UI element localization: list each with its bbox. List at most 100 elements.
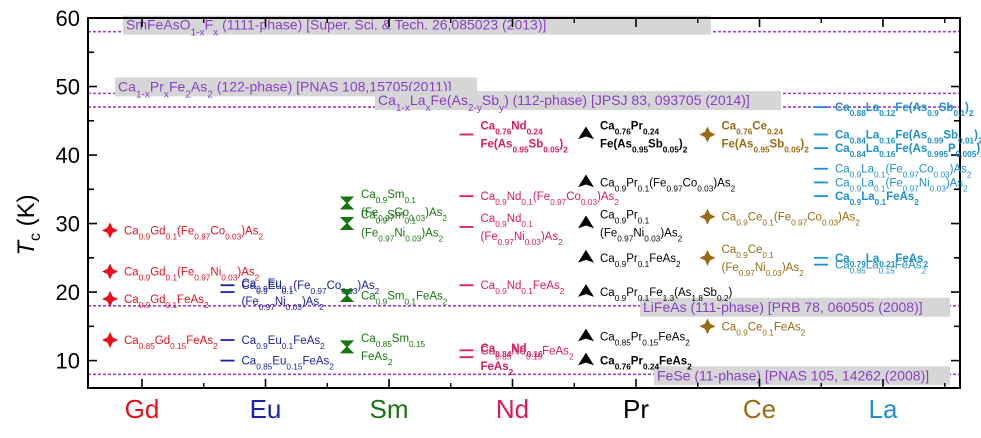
triangle-marker <box>578 284 594 297</box>
triangle-marker <box>578 215 594 229</box>
x-category-label: La <box>869 394 898 424</box>
reference-label-box <box>640 297 950 317</box>
data-point: Ca0.9Ce0.1FeAs2 <box>699 318 806 337</box>
data-point: Ca0.9Pr0.1FeAs2 <box>578 249 681 269</box>
y-tick-label: 20 <box>56 280 80 305</box>
data-point: Ca0.76Nd0.24Fe(As0.95Sb0.05)2 <box>459 120 569 154</box>
point-label: Ca0.85La0.15FeAs2 <box>835 260 927 276</box>
reference-label: SmFeAsO1-xFx (1111-phase) [Super. Sci. &… <box>126 17 546 39</box>
point-label: Ca0.9La0.1(Fe0.97Co0.03)As2 <box>835 164 972 180</box>
point-label: Ca0.9La0.1FeAs2 <box>835 191 919 207</box>
data-point: Ca0.9Eu0.1FeAs2 <box>220 335 325 351</box>
point-label: Ca0.9Ce0.1(Fe0.97Co0.03)As2 <box>722 212 861 228</box>
data-point: Ca0.85Pr0.15FeAs2 <box>578 328 690 347</box>
data-point: Ca0.85Eu0.15FeAs2 <box>220 356 335 372</box>
point-label: Ca0.9Pr0.1FeAs2 <box>600 253 681 269</box>
data-point: Ca0.9Pr0.1(Fe0.97Co0.03)As2 <box>578 174 736 193</box>
y-tick-label: 40 <box>56 143 80 168</box>
y-axis-title-unit: (K) <box>13 194 40 233</box>
point-label: (Fe0.97Ni0.03)As2 <box>600 228 683 244</box>
data-points: Ca0.9Gd0.1(Fe0.97Co0.03)As2Ca0.9Gd0.1(Fe… <box>102 102 981 377</box>
data-point: Ca0.79La0.21FeAs2 <box>814 253 928 269</box>
star-marker <box>699 208 716 225</box>
reference-label: Ca1-xPrxFe2As2 (122-phase) [PNAS 108,157… <box>118 78 452 100</box>
data-point: Ca0.9Sm0.1 (Fe0.97Ni0.03)As2 <box>339 210 444 244</box>
star-marker <box>102 263 118 280</box>
point-label: Ca0.9Pr0.1 <box>600 210 650 226</box>
point-label: Ca0.85Eu0.15FeAs2 <box>242 356 335 372</box>
data-point: Ca0.9Eu0.1 (Fe0.97Ni0.03)As2 <box>220 278 325 312</box>
point-label: Ca0.9Gd0.1FeAs2 <box>124 294 209 310</box>
data-point: Ca0.85Gd0.15FeAs2 <box>102 332 218 351</box>
data-point: Ca0.9Gd0.1FeAs2 <box>102 290 209 310</box>
point-label: Ca0.9Sm0.1FeAs2 <box>361 291 448 307</box>
reference-label-box <box>654 366 950 386</box>
point-label: Ca0.9Nd0.1FeAs2 <box>481 280 565 296</box>
data-point: Ca0.84La0.16Fe(As0.995P0.005)2 <box>814 143 981 159</box>
point-label: Fe(As0.95Sb0.05)2 <box>481 138 569 154</box>
point-label: Ca0.76Pr0.24FeAs2 <box>600 356 692 372</box>
reference-label: Ca1-xLaxFe(As2-ySby) (112-phase) [JPSJ 8… <box>378 92 750 114</box>
y-tick-label: 60 <box>56 6 80 31</box>
data-point: Ca0.9Pr0.1Fe1.3(As1.8Sb0.2) <box>578 284 732 303</box>
x-category-label: Sm <box>370 394 409 424</box>
data-point: Ca0.9Gd0.1(Fe0.97Co0.03)As2 <box>102 222 263 241</box>
point-label: Fe(As0.95Sb0.05)2 <box>600 138 688 154</box>
point-label: (Fe0.97Ni0.03)As2 <box>361 228 444 244</box>
data-point: Ca0.9Gd0.1(Fe0.97Ni0.03)As2 <box>102 263 260 283</box>
data-point: Ca0.76Pr0.24FeAs2 <box>578 352 692 372</box>
x-category-label: Eu <box>250 394 282 424</box>
y-tick-label: 50 <box>56 75 80 100</box>
reference-lines: SmFeAsO1-xFx (1111-phase) [Super. Sci. &… <box>88 15 960 386</box>
point-label: Ca0.76Nd0.24 <box>481 120 544 136</box>
y-axis-title-main: T <box>13 239 40 256</box>
data-point: Ca0.88La0.12Fe(As0.9Sb0.1)2 <box>814 102 974 118</box>
point-label: Ca0.9Ce0.1FeAs2 <box>722 321 806 337</box>
point-label: Ca0.85Gd0.15FeAs2 <box>124 335 218 351</box>
star-marker <box>699 249 716 266</box>
bowtie-marker <box>339 196 355 210</box>
point-label: Ca0.9Sm0.1 <box>361 210 416 226</box>
reference-label-box <box>123 15 711 35</box>
y-axis-title: Tc (K) <box>13 194 44 255</box>
star-marker <box>699 318 716 335</box>
point-label: FeAs2 <box>481 361 514 377</box>
point-label: Ca0.9Pr0.1Fe1.3(As1.8Sb0.2) <box>600 287 732 303</box>
star-marker <box>102 222 118 239</box>
data-point: Ca0.9Ce0.1(Fe0.97Co0.03)As2 <box>699 208 861 228</box>
point-label: (Fe0.97Ni0.03)As2 <box>242 296 325 312</box>
data-point: Ca0.9Nd0.1FeAs2 <box>459 280 565 296</box>
reference-label: FeSe (11-phase) [PNAS 105, 14262 (2008)] <box>657 367 929 383</box>
point-label: Ca0.76Pr0.24 <box>600 120 659 136</box>
point-label: FeAs2 <box>361 351 393 367</box>
point-label: Ca0.9Ce0.1 <box>722 244 775 260</box>
point-label: Ca0.9Nd0.1 <box>481 213 534 229</box>
data-point: Ca0.9Ce0.1(Fe0.97Ni0.03)As2 <box>699 244 804 277</box>
triangle-marker <box>578 352 594 366</box>
point-label: (Fe0.97Ni0.03)As2 <box>481 231 564 247</box>
point-label: Fe(As0.95Sb0.05)2 <box>722 138 810 154</box>
point-label: Ca0.76Ce0.24 <box>722 120 784 136</box>
data-point: Ca0.9La0.1(Fe0.97Ni0.03)As2 <box>814 177 968 193</box>
triangle-marker <box>578 126 594 140</box>
point-label: Ca0.85Nd0.15FeAs2 <box>481 345 574 361</box>
triangle-marker <box>578 328 594 342</box>
data-point: Ca0.84La0.16Fe(As0.99Sb0.01)2 <box>814 129 981 145</box>
triangle-marker <box>578 249 594 263</box>
data-point: Ca0.9Nd0.1 (Fe0.97Ni0.03)As2 <box>459 213 564 247</box>
point-label: Ca0.9Eu0.1 <box>242 278 294 294</box>
point-label: Ca0.9Nd0.1(Fe0.97Co0.03)As2 <box>481 191 620 207</box>
point-label: Ca0.9La0.1(Fe0.97Ni0.03)As2 <box>835 177 968 193</box>
bowtie-marker <box>339 289 355 302</box>
reference-label: LiFeAs (111-phase) [PRB 78, 060505 (2008… <box>643 299 923 315</box>
point-label: Ca0.84La0.16Fe(As0.99Sb0.01)2 <box>835 129 981 145</box>
triangle-marker <box>578 174 594 188</box>
plot-frame <box>87 17 961 389</box>
data-point: Ca0.9Pr0.1 (Fe0.97Ni0.03)As2 <box>578 210 683 244</box>
point-label: Ca0.85Sm0.15 <box>361 333 426 349</box>
data-point: Ca0.9Nd0.1(Fe0.97Co0.03)As2 <box>459 191 620 207</box>
point-label: Ca0.9Gd0.1(Fe0.97Ni0.03)As2 <box>124 267 260 283</box>
point-label: Ca0.79La0.21FeAs2 <box>835 253 928 269</box>
